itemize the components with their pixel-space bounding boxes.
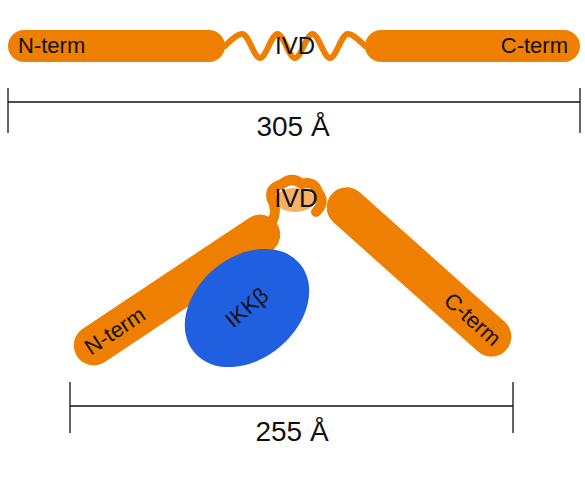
domain-label: IVD	[274, 183, 317, 214]
protein-domain-rod: C-term	[318, 179, 519, 365]
node-text: N-term	[80, 302, 150, 361]
protein-domain-rod: C-term	[365, 30, 580, 62]
node-text: C-term	[439, 287, 506, 351]
ellipse-fill	[161, 225, 332, 392]
dimension-label: 305 Å	[256, 111, 329, 143]
ivd-knot	[271, 180, 321, 222]
node-text: N-term	[18, 33, 85, 59]
node-text: C-term	[501, 33, 568, 59]
protein-domain-rod: N-term	[8, 30, 225, 62]
edge-label: IVD	[275, 32, 315, 60]
protein-ellipse: IKKβ	[161, 225, 332, 392]
dimension-label: 255 Å	[255, 416, 328, 448]
